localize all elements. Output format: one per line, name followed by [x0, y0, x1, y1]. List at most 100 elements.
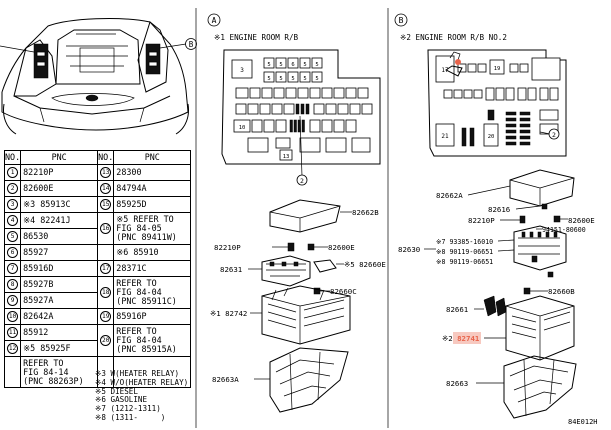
- table-cell-no: 8: [3, 276, 22, 293]
- label-b-94151: 94151-80600: [542, 226, 586, 234]
- label-b-82616: 82616: [488, 205, 510, 214]
- label-b-90119: ※8 90119-06651: [436, 248, 493, 256]
- label-a-85660e: ※5 82660E: [344, 260, 386, 269]
- table-cell-pnc: [113, 356, 192, 388]
- table-cell-no: 1: [3, 164, 22, 181]
- svg-text:19: 19: [494, 66, 501, 72]
- circled-number: 12: [7, 343, 19, 354]
- table-cell-no: 15: [97, 196, 115, 213]
- table-row: 12※5 85925F: [3, 340, 191, 357]
- table-cell-pnc: 85927B: [20, 276, 99, 293]
- circled-number: 15: [100, 199, 112, 210]
- table-cell-no: 7: [3, 260, 22, 277]
- circled-number: 9: [7, 295, 19, 306]
- label-a-82663a: 82663A: [212, 375, 239, 384]
- label-b-90119b: ※8 90119-06651: [436, 258, 493, 266]
- table-cell-no: 14: [97, 180, 115, 197]
- svg-text:5: 5: [315, 62, 318, 68]
- fuse-slot-3: 3: [240, 67, 244, 74]
- table-cell-pnc: 85927: [20, 244, 99, 261]
- panel-a-callout: 2: [300, 177, 304, 185]
- table-cell-no: 20: [97, 324, 115, 357]
- panel-a: A ※1 ENGINE ROOM R/B 3 5 5 6 5 5 5 5 5 5…: [207, 13, 386, 413]
- fuse-row-a3: [235, 103, 373, 115]
- label-a-82600e: 82600E: [328, 243, 355, 252]
- table-header: NO.: [3, 150, 22, 165]
- table-cell-pnc: 86530: [20, 228, 99, 245]
- label-a-82742: ※1 82742: [210, 309, 247, 318]
- circled-number: 16: [100, 223, 112, 234]
- table-cell-pnc: 82600E: [20, 180, 99, 197]
- table-header: PNC: [113, 150, 192, 165]
- circled-number: 18: [100, 287, 112, 298]
- footnotes: ※3 W(HEATER RELAY) ※4 W/O(HEATER RELAY) …: [95, 369, 189, 422]
- table-cell-no: 13: [97, 164, 115, 181]
- circled-number: 2: [7, 183, 19, 194]
- table-cell-no: 3: [3, 196, 22, 213]
- table-cell-no: 12: [3, 340, 22, 357]
- svg-text:13: 13: [283, 154, 290, 160]
- label-a-82210p: 82210P: [214, 243, 241, 252]
- table-cell-no: 19: [97, 308, 115, 325]
- table-cell-pnc: ※5 85925F: [20, 340, 99, 357]
- car-callout-b: B: [189, 40, 194, 49]
- table-cell-no: 9: [3, 292, 22, 309]
- table-cell-no: [97, 356, 115, 388]
- label-a-82660c: 82660C: [330, 287, 357, 296]
- table-cell-pnc: 28300: [113, 164, 192, 181]
- svg-text:6: 6: [291, 62, 294, 68]
- circled-number: 14: [100, 183, 112, 194]
- table-cell-no: 2: [3, 180, 22, 197]
- label-b-82660b: 82660B: [548, 287, 575, 296]
- circled-number: 5: [7, 231, 19, 242]
- table-cell-no: 5: [3, 228, 22, 245]
- table-cell-no: 18: [97, 276, 115, 309]
- table-cell-no: [97, 244, 115, 261]
- label-b-82662a: 82662A: [436, 191, 463, 200]
- circled-number: 13: [100, 167, 112, 178]
- svg-text:5: 5: [303, 62, 306, 68]
- label-b-82210p: 82210P: [468, 216, 495, 225]
- fuse-row-a5: 13: [247, 137, 371, 161]
- table-header: PNC: [20, 150, 99, 165]
- label-b-82741: ※2 82741: [442, 334, 480, 343]
- circled-number: 19: [100, 311, 112, 322]
- panel-b-title: ※2 ENGINE ROOM R/B NO.2: [400, 33, 507, 42]
- table-cell-pnc: 85916D: [20, 260, 99, 277]
- table-cell-pnc: 82210P: [20, 164, 99, 181]
- table-cell-pnc: 85927A: [20, 292, 99, 309]
- label-b-82630: 82630: [398, 245, 420, 254]
- table-cell-no: [3, 356, 22, 388]
- circled-number: 3: [7, 199, 19, 210]
- table-cell-no: 11: [3, 324, 22, 341]
- fuse-row-a2: [235, 87, 369, 99]
- highlight-82741: 82741: [457, 334, 480, 343]
- circled-number: 8: [7, 279, 19, 290]
- relay-array-b: [505, 111, 531, 146]
- circled-number: 4: [7, 215, 19, 226]
- table-cell-pnc: 85925D: [113, 196, 192, 213]
- circled-number: 10: [7, 311, 19, 322]
- circled-number: 1: [7, 167, 19, 178]
- svg-text:5: 5: [267, 62, 270, 68]
- table-cell-pnc: ※3 85913C: [20, 196, 99, 213]
- svg-text:10: 10: [239, 125, 246, 131]
- table-cell-no: 10: [3, 308, 22, 325]
- svg-text:5: 5: [267, 76, 270, 82]
- table-cell-pnc: ※6 85910: [113, 244, 192, 261]
- fuse-row-a4: 10: [233, 119, 357, 133]
- panel-a-letter: A: [212, 16, 217, 25]
- table-cell-pnc: ※4 82241J: [20, 212, 99, 229]
- table-cell-pnc: 84794A: [113, 180, 192, 197]
- label-a-82631: 82631: [220, 265, 242, 274]
